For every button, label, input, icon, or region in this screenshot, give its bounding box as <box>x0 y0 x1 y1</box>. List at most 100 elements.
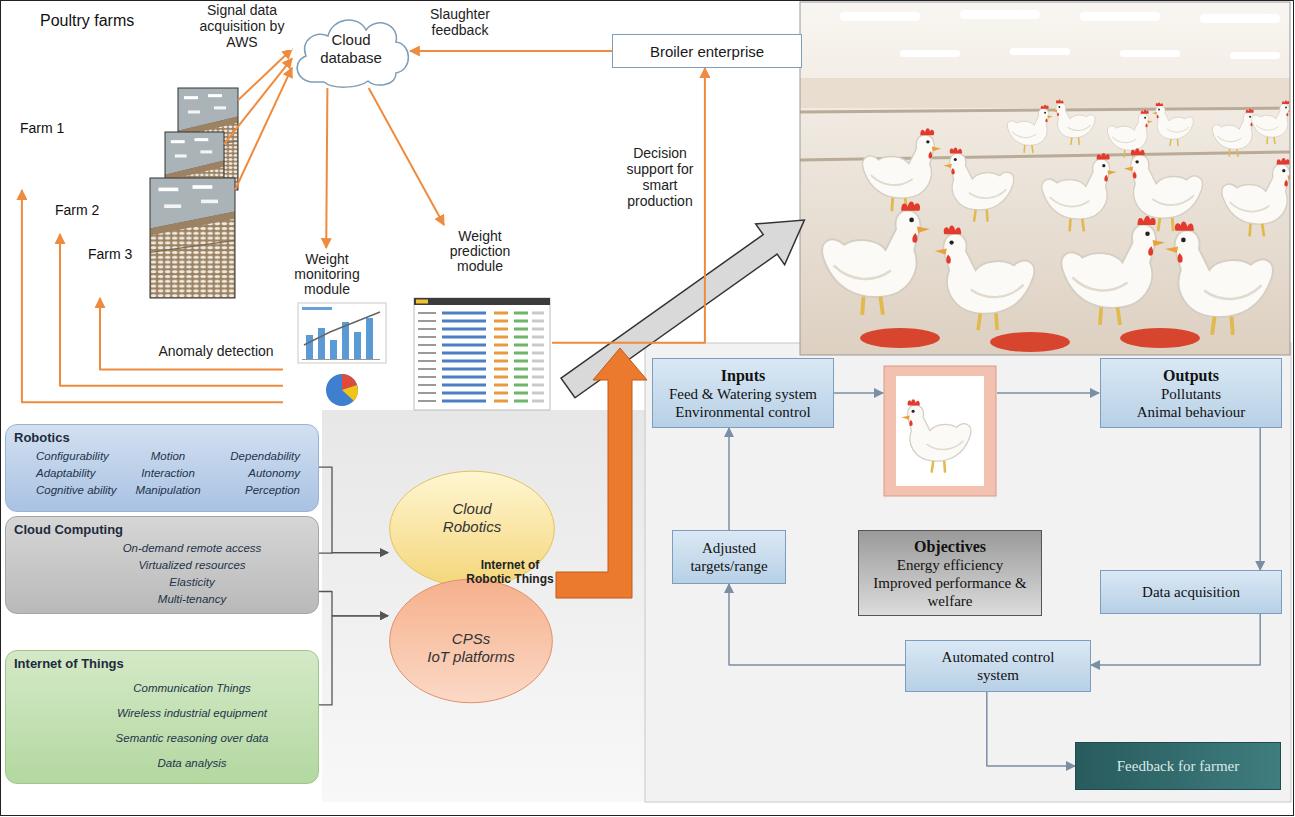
farm-photos <box>150 88 238 298</box>
node-text: Farm 3 <box>88 246 132 262</box>
photo-frame <box>800 2 1290 355</box>
process-box: InputsFeed & Watering systemEnvironmenta… <box>652 358 834 428</box>
broiler-house-photo <box>800 2 1290 355</box>
edge-label: Decision support for smart production <box>620 145 700 209</box>
node-text: Data acquisition <box>1142 583 1240 601</box>
connector <box>1259 428 1261 570</box>
node-text: Feed & Watering system <box>669 385 817 403</box>
category-box: Internet of ThingsCommunication ThingsWi… <box>5 650 319 784</box>
flow-arrow <box>834 392 883 394</box>
module-panel: Weight monitoring module <box>283 248 391 412</box>
overlap-label: Internet of Robotic Things <box>462 558 558 586</box>
heading-text: Objectives <box>914 537 986 556</box>
node-text: CPSs <box>452 630 490 648</box>
connector <box>319 467 388 552</box>
heading-text: Outputs <box>1163 366 1219 385</box>
category-box: Cloud ComputingOn-demand remote accessVi… <box>5 516 319 614</box>
item-list: Communication ThingsWireless industrial … <box>14 672 310 776</box>
node-text: Elasticity <box>169 574 214 591</box>
node-text: Perception <box>212 482 300 499</box>
connector <box>60 234 283 386</box>
node-text: Animal behaviour <box>1137 403 1246 421</box>
node-text: Cloud Robotics <box>436 500 508 536</box>
node-text: Farm 2 <box>55 202 99 218</box>
node-text: Feedback for farmer <box>1117 757 1239 775</box>
node-text: Broiler enterprise <box>650 43 764 60</box>
node-text: Farm 1 <box>20 120 64 136</box>
node-text: Configurability <box>36 448 124 465</box>
farm-image: Farm 1 <box>12 88 238 190</box>
connector <box>235 68 292 190</box>
objective-box: ObjectivesEnergy efficiencyImproved perf… <box>858 530 1042 616</box>
heading-text: Cloud Computing <box>14 522 310 538</box>
node-text: Improved performance & welfare <box>865 574 1035 610</box>
cloud-shape: Cloud database <box>292 10 410 88</box>
connector <box>319 592 388 616</box>
process-box: Automated control system <box>905 640 1091 692</box>
node-text: Cognitive ability <box>36 482 124 499</box>
node-text: Manipulation <box>124 482 212 499</box>
node-text: Cloud database <box>309 31 393 67</box>
connector <box>410 50 612 52</box>
farm-image: Farm 2 <box>48 132 224 234</box>
connector <box>319 552 388 554</box>
node-text: Environmental control <box>675 403 810 421</box>
node-text: Weight prediction module <box>442 229 518 274</box>
category-box: RoboticsConfigurabilityMotionDependabili… <box>5 424 319 512</box>
connector <box>987 692 1075 766</box>
heading-text: Internet of Things <box>14 656 310 672</box>
node-text: Adaptability <box>36 465 124 482</box>
connector <box>552 68 705 343</box>
circle-outline <box>390 579 553 702</box>
connector <box>728 428 730 530</box>
node-text: On-demand remote access <box>123 540 262 557</box>
table-thumbnail <box>414 298 550 410</box>
connector <box>1091 614 1260 665</box>
heading-text: Robotics <box>14 430 310 446</box>
process-box: Broiler enterprise <box>612 34 802 68</box>
process-box: OutputsPollutantsAnimal behaviour <box>1100 358 1282 428</box>
node-text: Virtualized resources <box>138 557 245 574</box>
module-panel: Weight prediction module <box>408 225 552 412</box>
pie-chart <box>326 374 358 406</box>
connector <box>369 88 444 225</box>
venn-circle: CPSsIoT platforms <box>388 578 554 704</box>
node-text: Weight monitoring module <box>285 252 369 297</box>
node-text: Autonomy <box>212 465 300 482</box>
node-text: Adjusted targets/range <box>679 539 779 575</box>
item-list: On-demand remote accessVirtualized resou… <box>14 538 310 608</box>
process-box: Adjusted targets/range <box>672 530 786 584</box>
node-text: Energy efficiency <box>897 556 1003 574</box>
panel-ground <box>322 410 645 802</box>
node-text: Automated control system <box>938 648 1058 684</box>
node-text: Data analysis <box>157 751 226 776</box>
node-text: Interaction <box>124 465 212 482</box>
panel-ground <box>645 343 1291 802</box>
heading-text: Inputs <box>721 366 765 385</box>
connector <box>319 616 388 705</box>
group-heading: Poultry farms <box>40 12 134 30</box>
connector <box>100 298 283 369</box>
node-text: Motion <box>124 448 212 465</box>
node-text: Multi-tenancy <box>158 591 226 608</box>
feedback-box: Feedback for farmer <box>1075 742 1281 790</box>
cloud-outline <box>297 20 408 87</box>
node-text: Semantic reasoning over data <box>116 726 269 751</box>
connector <box>326 88 327 248</box>
connector <box>224 58 292 144</box>
node-text: Dependability <box>212 448 300 465</box>
item-list: ConfigurabilityMotionDependabilityAdapta… <box>14 446 310 499</box>
node-text: Communication Things <box>133 676 251 701</box>
edge-label: Anomaly detection <box>150 343 282 359</box>
process-box: Data acquisition <box>1100 570 1282 614</box>
chicken-picture <box>884 366 996 496</box>
node-text: IoT platforms <box>427 648 515 666</box>
chart-thumbnail <box>298 303 386 363</box>
flow-arrow <box>997 392 1099 394</box>
orange-arrow <box>556 348 647 598</box>
node-text: Pollutants <box>1161 385 1221 403</box>
edge-label: Signal data acquisition by AWS <box>192 2 292 50</box>
farm-image: Farm 3 <box>80 178 235 298</box>
